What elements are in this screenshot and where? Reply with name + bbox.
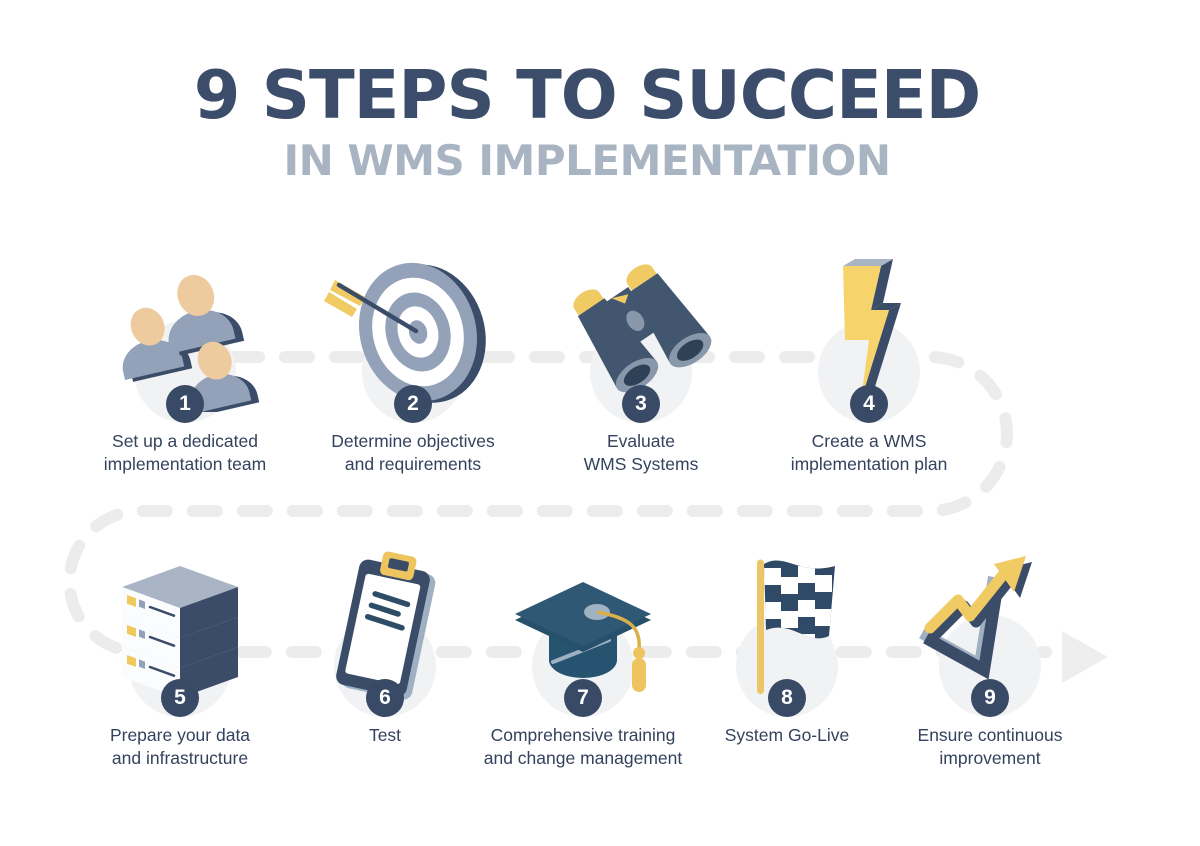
step-label: Set up a dedicated implementation team — [65, 430, 305, 476]
step-number-badge: 9 — [971, 679, 1009, 717]
step-label-line2: and change management — [483, 748, 683, 768]
step-label-line1: Set up a dedicated — [112, 431, 258, 451]
step-number: 6 — [379, 686, 391, 709]
binoculars-icon — [573, 264, 712, 393]
step-number-badge: 1 — [166, 385, 204, 423]
step-number: 4 — [863, 392, 875, 415]
step-label-line1: Test — [368, 725, 402, 745]
step-label-line1: Ensure continuous — [917, 725, 1063, 745]
step-label-line1: System Go-Live — [724, 725, 850, 745]
step-number: 9 — [984, 686, 996, 709]
step-label: Comprehensive training and change manage… — [463, 724, 703, 770]
step-number-badge: 4 — [850, 385, 888, 423]
step-8: 8 System Go-Live — [677, 546, 897, 791]
step-2: 2 Determine objectives and requirements — [303, 252, 523, 497]
step-label: Evaluate WMS Systems — [521, 430, 761, 476]
graduation-cap-icon — [515, 582, 651, 692]
step-number-badge: 7 — [564, 679, 602, 717]
step-label-line2: implementation team — [103, 454, 267, 474]
step-label: Ensure continuous improvement — [870, 724, 1110, 770]
step-label-line1: Evaluate — [606, 431, 676, 451]
clipboard-icon — [336, 551, 436, 700]
step-number-badge: 2 — [394, 385, 432, 423]
step-label-line1: Prepare your data — [109, 725, 251, 745]
step-label-line1: Determine objectives — [331, 431, 495, 451]
step-number: 5 — [174, 686, 186, 709]
step-number: 7 — [577, 686, 589, 709]
step-label-line2: implementation plan — [790, 454, 948, 474]
page-subtitle: IN WMS IMPLEMENTATION — [283, 136, 891, 186]
step-6: 6 Test — [275, 546, 495, 791]
step-label-line2: and requirements — [344, 454, 482, 474]
step-label-line2: and infrastructure — [111, 748, 249, 768]
step-number: 8 — [781, 686, 793, 709]
target-icon — [324, 262, 486, 403]
step-label: Prepare your data and infrastructure — [60, 724, 300, 770]
step-4: 4 Create a WMS implementation plan — [759, 252, 979, 497]
step-label: Create a WMS implementation plan — [749, 430, 989, 476]
page-title: 9 STEPS TO SUCCEED — [193, 56, 982, 134]
step-label-line2: WMS Systems — [583, 454, 699, 474]
step-label-line1: Comprehensive training — [490, 725, 676, 745]
checkered-flag-icon — [757, 559, 835, 694]
step-9: 9 Ensure continuous improvement — [880, 546, 1100, 791]
server-icon — [122, 566, 238, 698]
lightning-icon — [843, 259, 901, 400]
step-label-line1: Create a WMS — [811, 431, 927, 451]
step-label: Test — [265, 724, 505, 747]
step-3: 3 Evaluate WMS Systems — [531, 252, 751, 497]
step-5: 5 Prepare your data and infrastructure — [70, 546, 290, 791]
step-label: Determine objectives and requirements — [293, 430, 533, 476]
step-number-badge: 6 — [366, 679, 404, 717]
step-number-badge: 8 — [768, 679, 806, 717]
step-number: 3 — [635, 392, 647, 415]
step-label: System Go-Live — [667, 724, 907, 747]
step-label-line2: improvement — [939, 748, 1041, 768]
header: 9 STEPS TO SUCCEED IN WMS IMPLEMENTATION — [0, 60, 1174, 182]
growth-chart-icon — [919, 556, 1032, 680]
step-number: 2 — [407, 392, 419, 415]
step-1: 1 Set up a dedicated implementation team — [75, 252, 295, 497]
step-7: 7 Comprehensive training and change mana… — [473, 546, 693, 791]
step-number: 1 — [179, 392, 191, 415]
step-number-badge: 5 — [161, 679, 199, 717]
step-number-badge: 3 — [622, 385, 660, 423]
